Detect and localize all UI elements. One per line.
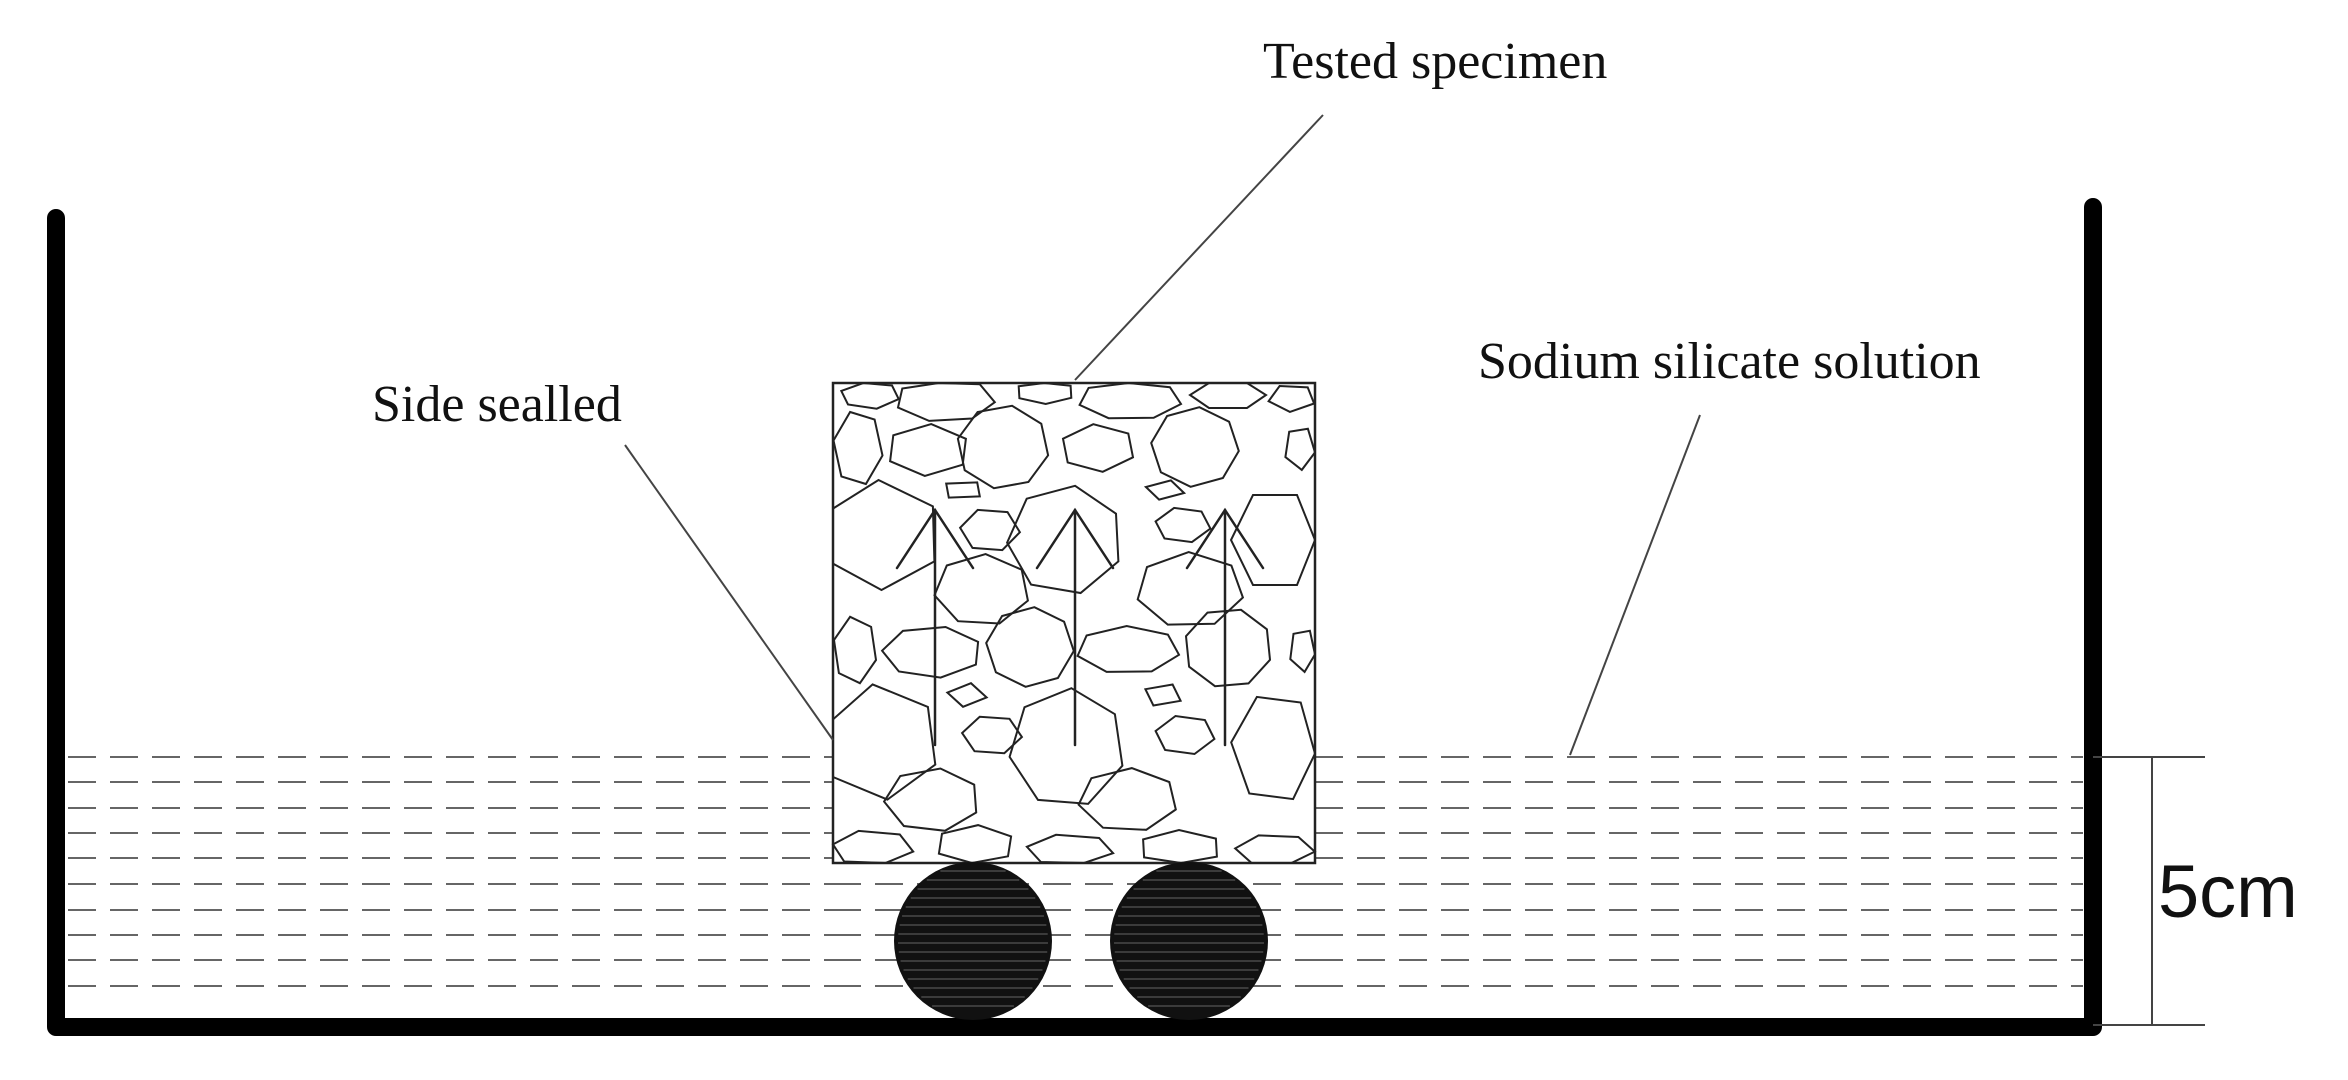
aggregate-stone [889, 423, 967, 477]
aggregate-stone [958, 508, 1022, 552]
aggregate-stone [1143, 683, 1183, 707]
container-outline [47, 198, 2102, 1036]
arrow-head-icon [895, 507, 975, 570]
leader-side-sealed [624, 444, 834, 741]
aggregate-stone [832, 683, 937, 801]
roller-left-icon [894, 862, 1052, 1020]
support-rollers [894, 862, 1268, 1020]
leader-tested-specimen [1074, 114, 1324, 381]
roller-right-icon [1110, 862, 1268, 1020]
aggregate-stone [1017, 381, 1073, 406]
aggregate-stone [1005, 484, 1120, 595]
aggregate-stone [1233, 834, 1317, 864]
arrow-head-icon [1035, 507, 1115, 570]
aggregate-stone [882, 767, 978, 832]
aggregate-stone [839, 381, 901, 410]
aggregate-stone [1230, 695, 1317, 801]
aggregate-stone [1289, 629, 1317, 674]
aggregate-stone [880, 625, 980, 679]
aggregate-stone [956, 404, 1050, 490]
aggregate-stone [960, 715, 1024, 755]
aggregate-stone [1188, 382, 1268, 409]
label-solution: Sodium silicate solution [1478, 333, 1981, 390]
roller-hatching [898, 870, 1264, 1007]
aggregate-stone [985, 606, 1075, 688]
aggregate-stone [1150, 406, 1240, 488]
aggregate-stone [1267, 384, 1316, 413]
aggregate-stone [1143, 479, 1187, 501]
aggregate-stone [1229, 494, 1317, 586]
aggregate-stone [1061, 423, 1135, 473]
aggregate-stone [1154, 506, 1212, 544]
aggregate-stone [933, 553, 1029, 625]
aggregate-stone [1077, 767, 1177, 831]
aggregate-stone [831, 829, 915, 865]
leader-solution [1569, 414, 1701, 756]
aggregate-stone [896, 381, 997, 422]
aggregate-stone [832, 410, 884, 486]
label-side-sealed: Side sealled [372, 376, 622, 433]
label-tested-specimen: Tested specimen [1263, 33, 1607, 90]
aggregate-stone [1025, 833, 1115, 865]
aggregate-stone [1076, 624, 1181, 673]
capillary-arrows [895, 507, 1265, 747]
aggregate-stone [1184, 608, 1272, 688]
aggregate-stone [945, 682, 989, 708]
aggregate-stone [1284, 427, 1317, 472]
aggregate-stone [945, 481, 981, 499]
arrow-head-icon [1185, 507, 1265, 570]
label-depth: 5cm [2158, 850, 2298, 933]
aggregate-stone [1154, 714, 1216, 756]
aggregate-stone [832, 615, 878, 685]
aggregate-pattern [831, 381, 1317, 865]
aggregate-stone [832, 478, 936, 592]
depth-dimension [2093, 756, 2205, 1026]
aggregate-stone [1078, 381, 1183, 420]
tested-specimen [831, 381, 1317, 865]
